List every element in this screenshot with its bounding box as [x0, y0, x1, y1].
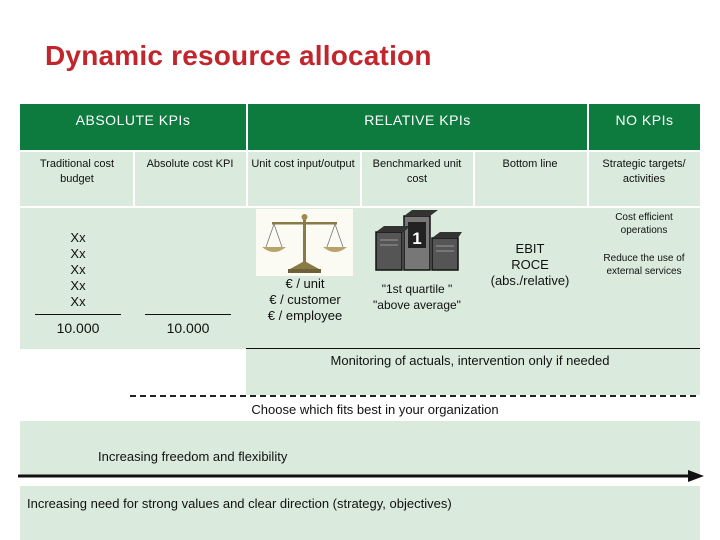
budget-item: Xx [70, 246, 86, 261]
podium-icon [375, 210, 462, 271]
podium-number: 1 [412, 229, 422, 248]
sum-line [145, 314, 231, 315]
col-absolute-cost-kpi: Absolute cost KPI [146, 158, 234, 170]
bottom-line-metrics: EBIT ROCE (abs./relative) [475, 241, 585, 289]
header-divider [587, 104, 589, 150]
dashed-divider [130, 395, 696, 397]
bottom-line-item: (abs./relative) [490, 273, 570, 288]
col-benchmarked-unit-cost: Benchmarked unit cost [372, 158, 462, 185]
values-band [20, 486, 700, 540]
budget-item: Xx [70, 262, 86, 277]
benchmark-item: "1st quartile " [381, 282, 453, 296]
arrow-icon [18, 470, 704, 482]
column-divider [133, 152, 135, 206]
unit-cost-item: € / employee [267, 308, 343, 323]
budget-item: Xx [70, 294, 86, 309]
sum-line [35, 314, 121, 315]
col-strategic-targets: Strategic targets/ activities [602, 158, 686, 185]
column-divider [587, 152, 589, 206]
column-divider [246, 152, 248, 206]
budget-item: Xx [70, 278, 86, 293]
absolute-cost-total: 10.000 [166, 320, 210, 336]
unit-cost-item: € / customer [269, 292, 341, 307]
bottom-line-item: EBIT [515, 241, 545, 256]
budget-total: 10.000 [56, 320, 100, 336]
choose-text: Choose which fits best in your organizat… [251, 402, 499, 417]
relative-kpis-header: RELATIVE KPIs [364, 112, 471, 128]
benchmark-labels: "1st quartile " "above average" [362, 281, 472, 313]
col-bottom-line: Bottom line [502, 158, 558, 170]
strategic-item: Cost efficient operations [615, 212, 673, 236]
monitoring-line [246, 348, 700, 349]
absolute-kpis-header: ABSOLUTE KPIs [75, 112, 191, 128]
staircase-cut [20, 349, 246, 395]
strategic-item: Reduce the use of external services [603, 253, 685, 277]
no-kpis-header: NO KPIs [615, 112, 674, 128]
monitoring-text: Monitoring of actuals, intervention only… [330, 353, 610, 368]
bottom-line-item: ROCE [511, 257, 549, 272]
column-divider [360, 152, 362, 206]
scale-image [256, 209, 353, 276]
column-divider [473, 152, 475, 206]
benchmark-item: "above average" [373, 298, 461, 312]
unit-cost-metrics: € / unit € / customer € / employee [258, 276, 352, 324]
header-band [20, 104, 700, 150]
header-divider [246, 104, 248, 150]
values-text: Increasing need for strong values and cl… [27, 496, 452, 511]
freedom-text: Increasing freedom and flexibility [98, 449, 288, 464]
page-title: Dynamic resource allocation [45, 40, 432, 71]
scale-icon [262, 214, 347, 273]
col-traditional-cost-budget: Traditional cost budget [39, 158, 115, 185]
budget-item: Xx [70, 230, 86, 245]
freedom-band [20, 421, 700, 476]
budget-line-items: Xx Xx Xx Xx Xx [40, 230, 116, 310]
col-unit-cost: Unit cost input/output [251, 158, 355, 170]
unit-cost-item: € / unit [285, 276, 325, 291]
